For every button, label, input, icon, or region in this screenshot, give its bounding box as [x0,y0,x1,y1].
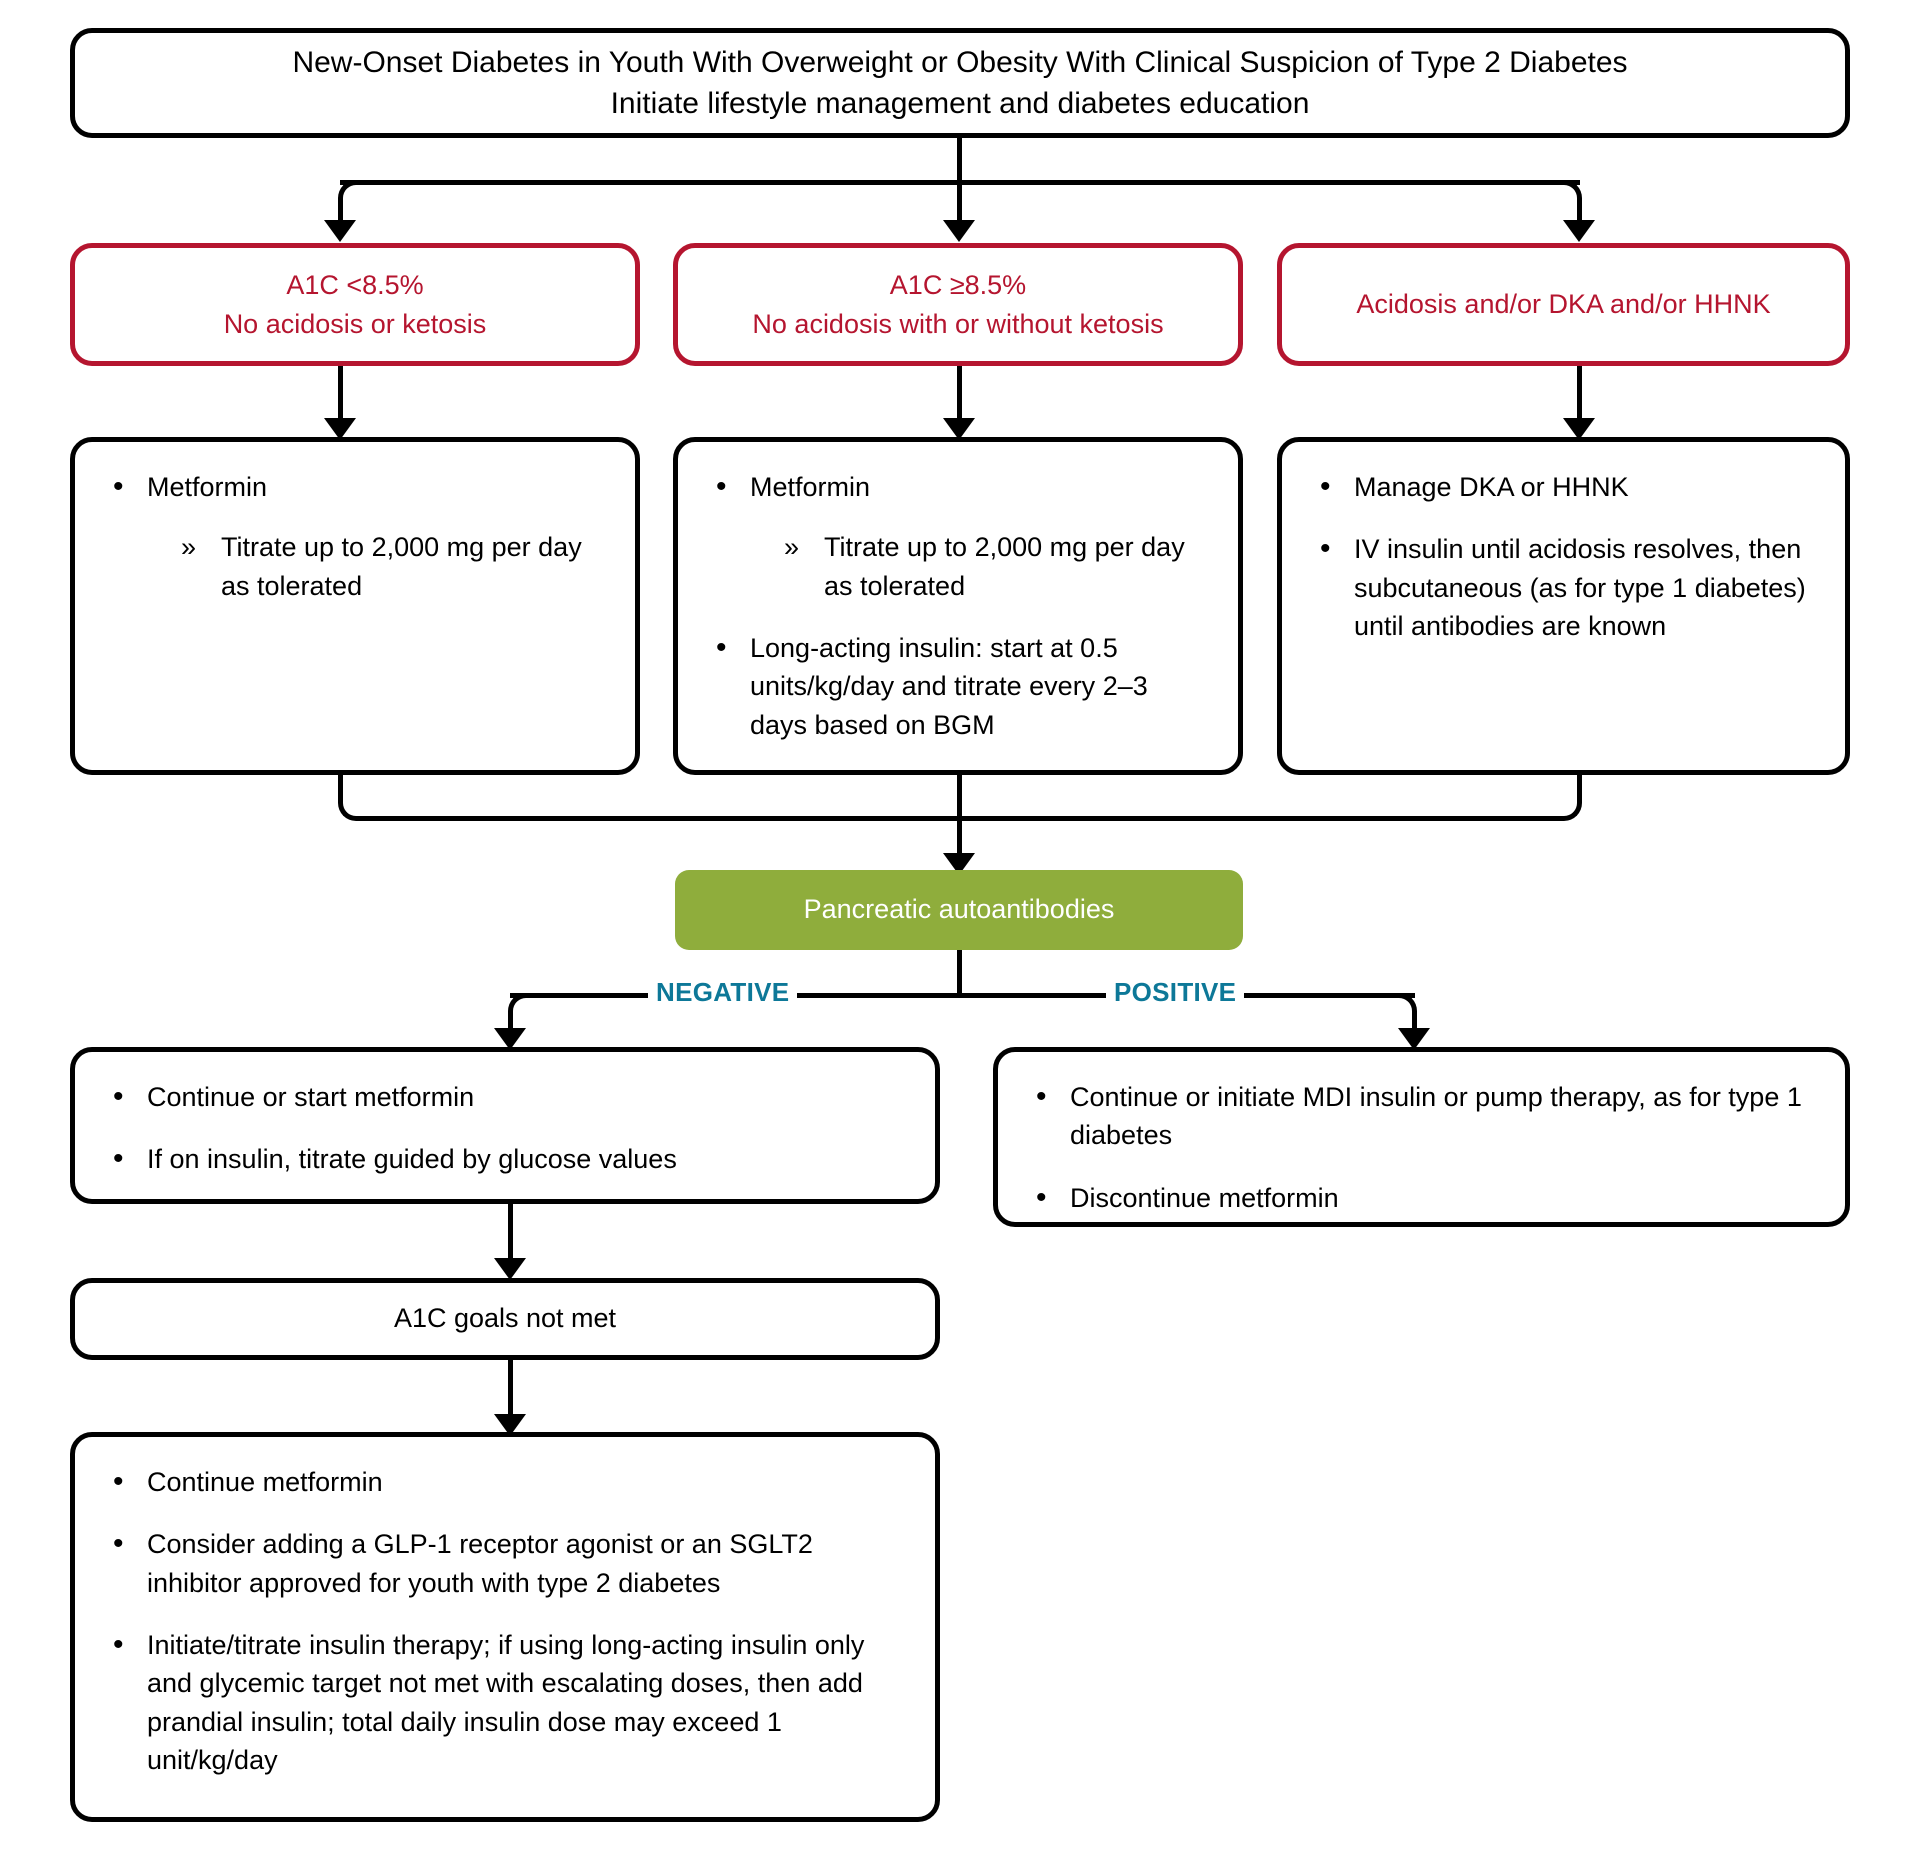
arrowhead-crit-mid [943,220,975,242]
decision-label: Pancreatic autoantibodies [803,894,1115,925]
branch-label-negative: NEGATIVE [648,977,798,1008]
negative-step1-box: Continue or start metformin If on insuli… [70,1047,940,1204]
connector-drop-mid [957,180,962,223]
criteria-box-a1c-high: A1C ≥8.5% No acidosis with or without ke… [673,243,1243,366]
bullet-text: Long-acting insulin: start at 0.5 units/… [750,632,1148,740]
sub-list-item: Titrate up to 2,000 mg per day as tolera… [778,528,1212,605]
connector-merge-mid-stub [957,775,962,816]
treatment-list-mid: Metformin Titrate up to 2,000 mg per day… [708,466,1212,744]
arrowhead-treat-left [324,418,356,440]
connector-branch-bus [510,993,1415,998]
criteria-line-1: A1C ≥8.5% [889,270,1027,301]
connector-decision-out [957,950,962,995]
negative-step3-list: Continue metformin Consider adding a GLP… [105,1461,909,1779]
negative-step2-box: A1C goals not met [70,1278,940,1360]
list-item: Metformin Titrate up to 2,000 mg per day… [105,466,609,605]
connector-crit-to-treat-mid [957,366,962,423]
connector-crit-to-treat-right [1577,366,1582,423]
connector-branch-corner-left [508,993,532,1017]
list-item: Continue or initiate MDI insulin or pump… [1028,1076,1819,1155]
list-item: Consider adding a GLP-1 receptor agonist… [105,1523,909,1602]
positive-step1-box: Continue or initiate MDI insulin or pump… [993,1047,1850,1227]
arrowhead-positive [1398,1028,1430,1050]
title-line-1: New-Onset Diabetes in Youth With Overwei… [292,45,1628,79]
bullet-text: Continue metformin [147,1467,383,1497]
connector-branch-drop-pos [1412,1011,1417,1031]
bullet-text: Metformin [147,472,268,502]
connector-neg2-to-neg3 [508,1360,513,1418]
title-box: New-Onset Diabetes in Youth With Overwei… [70,28,1850,138]
connector-drop-left [338,198,343,223]
connector-crit-to-treat-left [338,366,343,423]
negative-step3-box: Continue metformin Consider adding a GLP… [70,1432,940,1822]
list-item: Continue or start metformin [105,1076,909,1119]
bullet-text: Continue or start metformin [147,1082,475,1112]
treatment-box-mid: Metformin Titrate up to 2,000 mg per day… [673,437,1243,775]
connector-neg1-to-neg2 [508,1204,513,1262]
connector-title-trunk [957,138,962,180]
title-line-2: Initiate lifestyle management and diabet… [610,87,1310,120]
list-item: Initiate/titrate insulin therapy; if usi… [105,1624,909,1779]
connector-merge-corner-right [1558,797,1582,821]
bullet-text: Consider adding a GLP-1 receptor agonist… [147,1529,813,1598]
connector-branch-drop-neg [508,1011,513,1031]
positive-step1-list: Continue or initiate MDI insulin or pump… [1028,1076,1819,1220]
criteria-line-1: A1C <8.5% [286,270,424,301]
connector-merge-left-stub [338,775,343,799]
negative-step2-label: A1C goals not met [393,1303,617,1334]
connector-drop-right [1577,198,1582,223]
negative-step1-list: Continue or start metformin If on insuli… [105,1076,909,1181]
arrowhead-negative [494,1028,526,1050]
treatment-list-left: Metformin Titrate up to 2,000 mg per day… [105,466,609,605]
bullet-text: Manage DKA or HHNK [1354,472,1629,502]
criteria-box-acidosis: Acidosis and/or DKA and/or HHNK [1277,243,1850,366]
bullet-text: Continue or initiate MDI insulin or pump… [1070,1082,1802,1151]
connector-merge-right-stub [1577,775,1582,799]
decision-box-autoantibodies: Pancreatic autoantibodies [675,870,1243,950]
arrowhead-treat-mid [943,418,975,440]
connector-corner-right [1558,180,1582,204]
bullet-text: Discontinue metformin [1070,1182,1339,1213]
list-item: IV insulin until acidosis resolves, then… [1312,528,1819,645]
list-item: Discontinue metformin [1028,1177,1819,1220]
criteria-line-2: No acidosis or ketosis [223,308,487,339]
treatment-box-left: Metformin Titrate up to 2,000 mg per day… [70,437,640,775]
sub-list: Titrate up to 2,000 mg per day as tolera… [175,528,609,605]
criteria-line-2: No acidosis with or without ketosis [752,308,1164,339]
connector-corner-left [338,180,362,204]
treatment-list-right: Manage DKA or HHNK IV insulin until acid… [1312,466,1819,645]
bullet-text: Initiate/titrate insulin therapy; if usi… [147,1629,865,1775]
arrowhead-neg-step3 [494,1414,526,1436]
criteria-line-1: Acidosis and/or DKA and/or HHNK [1356,289,1771,320]
arrowhead-neg-step2 [494,1258,526,1280]
sub-list: Titrate up to 2,000 mg per day as tolera… [778,528,1212,605]
list-item: Long-acting insulin: start at 0.5 units/… [708,627,1212,744]
arrowhead-crit-right [1563,220,1595,242]
bullet-text: If on insulin, titrate guided by glucose… [147,1144,677,1175]
arrowhead-decision [943,853,975,875]
bullet-text: Metformin [750,472,871,502]
connector-branch-corner-right [1393,993,1417,1017]
list-item: Continue metformin [105,1461,909,1504]
bullet-text: IV insulin until acidosis resolves, then… [1354,534,1806,641]
arrowhead-crit-left [324,220,356,242]
connector-merge-corner-left [338,797,362,821]
criteria-box-a1c-low: A1C <8.5% No acidosis or ketosis [70,243,640,366]
branch-label-positive: POSITIVE [1106,977,1245,1008]
connector-decision-drop [957,816,962,856]
sub-list-item: Titrate up to 2,000 mg per day as tolera… [175,528,609,605]
list-item: Metformin Titrate up to 2,000 mg per day… [708,466,1212,605]
list-item: If on insulin, titrate guided by glucose… [105,1138,909,1181]
list-item: Manage DKA or HHNK [1312,466,1819,509]
arrowhead-treat-right [1563,418,1595,440]
treatment-box-right: Manage DKA or HHNK IV insulin until acid… [1277,437,1850,775]
